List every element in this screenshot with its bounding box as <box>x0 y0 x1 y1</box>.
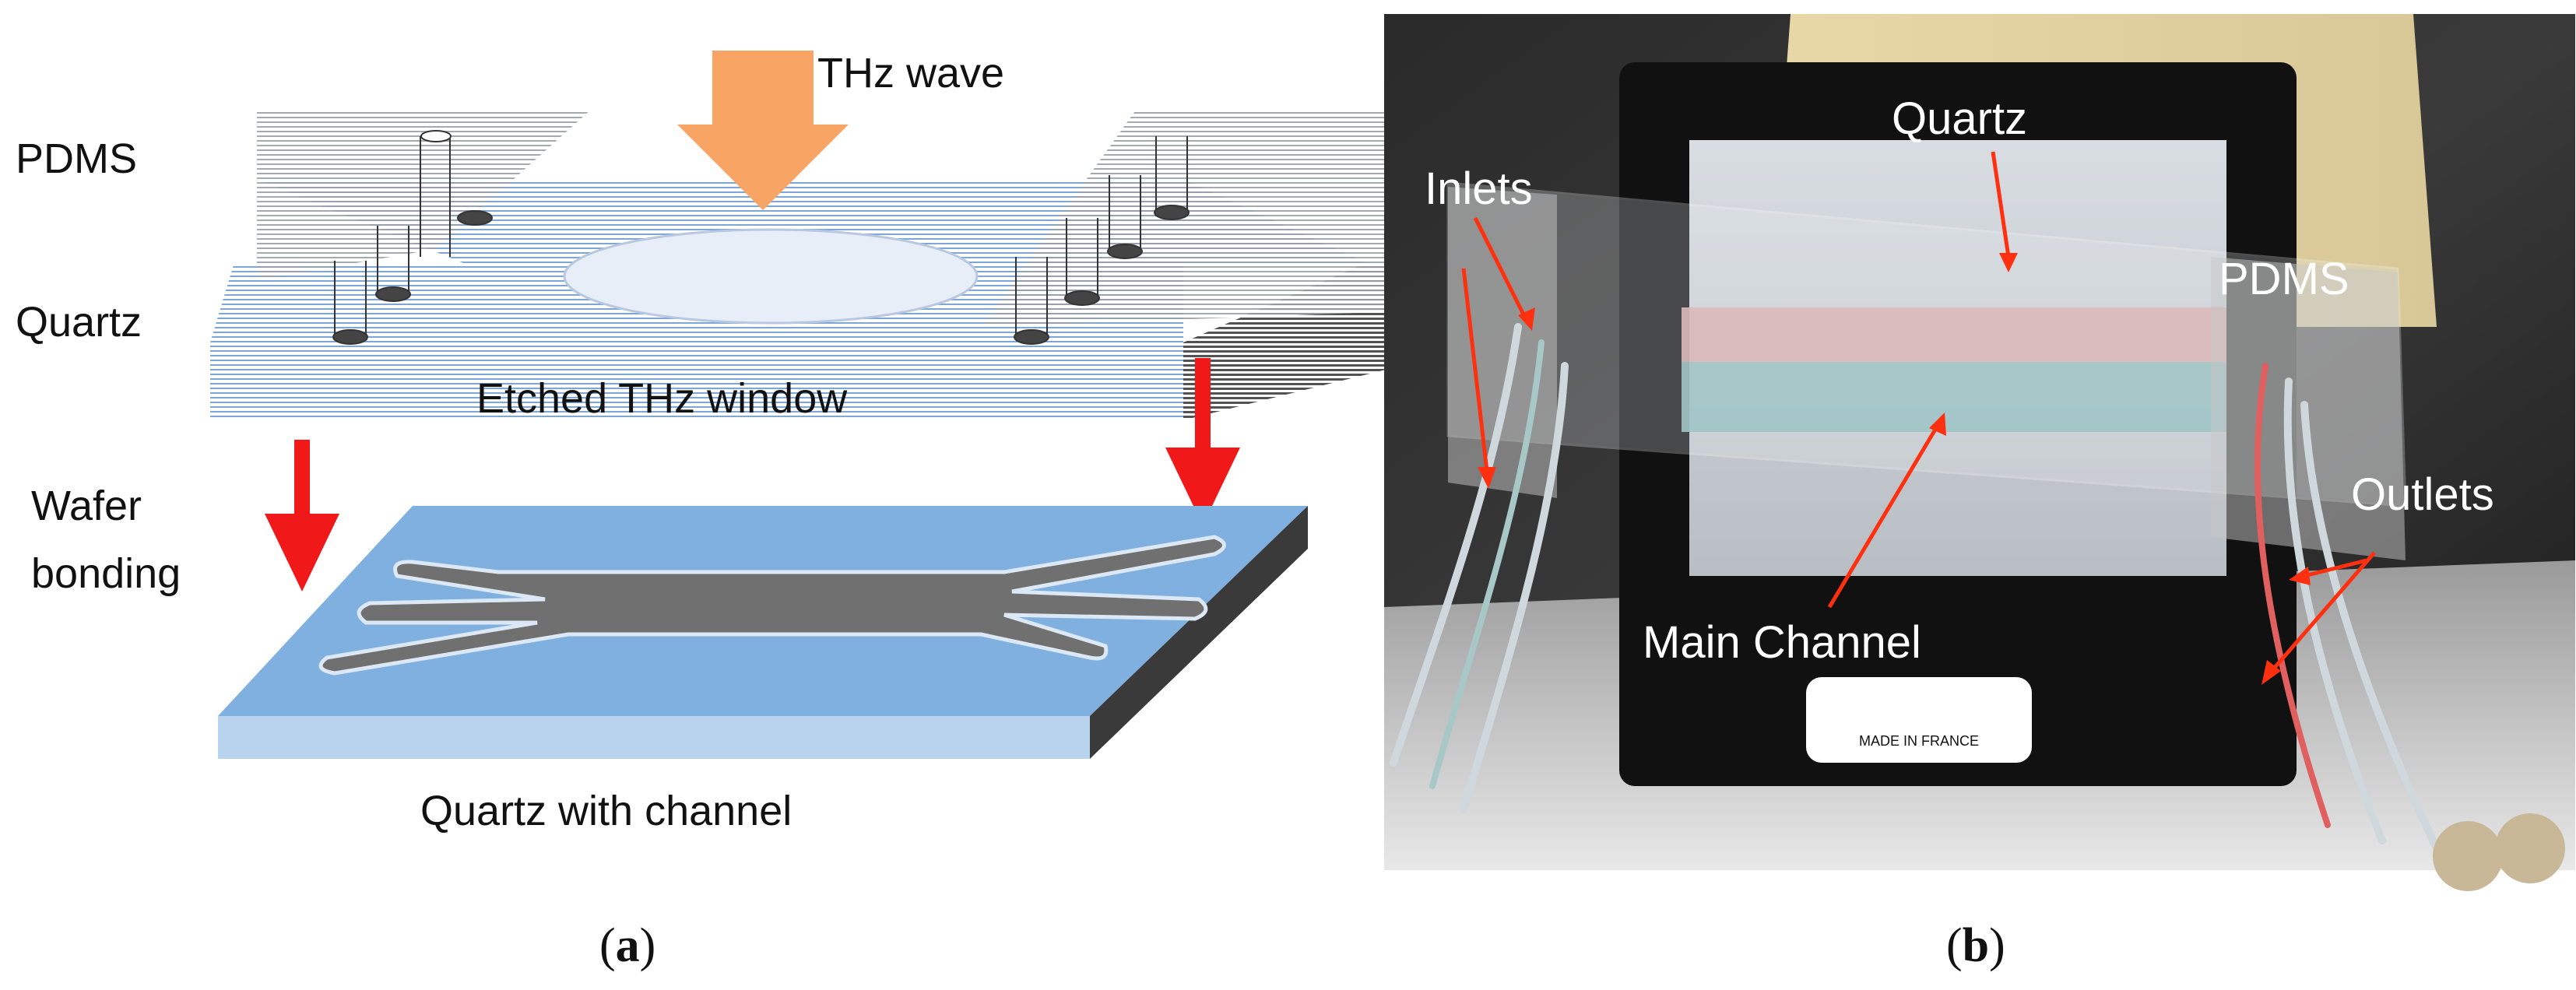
photo-label-quartz: Quartz <box>1892 93 2027 144</box>
panel-b: MADE IN FRANCE Quartz Inlets PDMS Outlet… <box>1384 14 2575 972</box>
photo-label-inlets: Inlets <box>1425 163 1533 214</box>
panel-a: PDMS Quartz THz wave Etched THz window W… <box>16 50 1401 972</box>
caption-a: (a) <box>599 919 655 972</box>
label-quartz-with-channel: Quartz with channel <box>420 788 792 834</box>
device-photo: MADE IN FRANCE <box>1384 14 2575 891</box>
made-in-france-plate <box>1806 677 2032 763</box>
lower-quartz-front <box>218 716 1090 759</box>
label-pdms: PDMS <box>16 135 137 182</box>
etched-window-ellipse <box>564 230 977 323</box>
label-bonding: bonding <box>31 550 181 597</box>
photo-label-outlets: Outlets <box>2351 469 2494 520</box>
label-quartz: Quartz <box>16 299 142 346</box>
photo-label-main-channel: Main Channel <box>1643 617 1921 668</box>
made-in-france-text: MADE IN FRANCE <box>1859 733 1979 749</box>
lower-quartz <box>218 506 1308 759</box>
label-wafer: Wafer <box>31 483 142 529</box>
caption-b: (b) <box>1946 919 2005 972</box>
label-thz-wave: THz wave <box>817 50 1004 97</box>
photo-label-pdms: PDMS <box>2219 254 2349 304</box>
label-etched-window: Etched THz window <box>476 375 848 422</box>
